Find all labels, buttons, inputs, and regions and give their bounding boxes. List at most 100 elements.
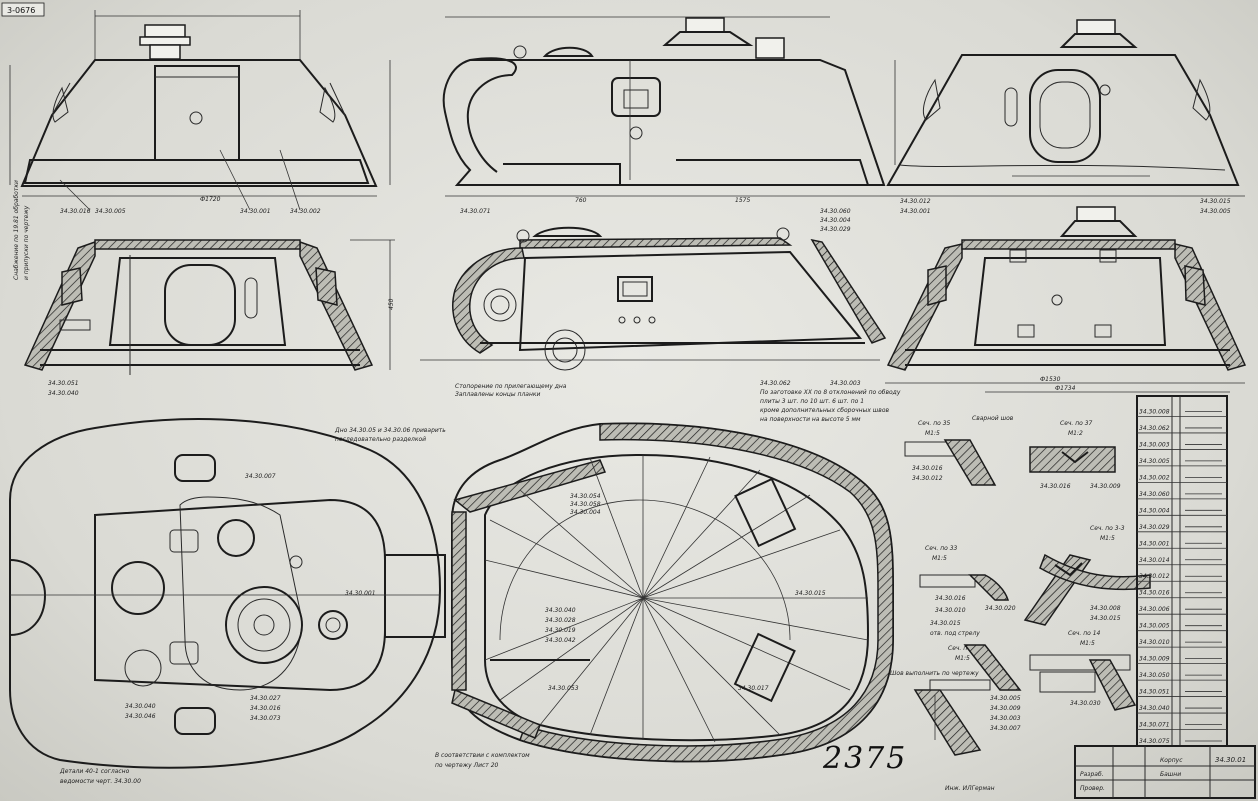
svg-text:34.30.054: 34.30.054	[570, 493, 601, 500]
svg-text:34.30.030: 34.30.030	[1070, 700, 1101, 707]
svg-text:34.30.005: 34.30.005	[990, 695, 1021, 702]
section-detail-2: Сеч. по 37 M1:2 34.30.016 34.30.009	[1029, 420, 1121, 490]
svg-text:34.30.040: 34.30.040	[48, 390, 79, 397]
svg-text:M1:5: M1:5	[1100, 535, 1115, 542]
svg-text:34.30.019: 34.30.019	[545, 627, 576, 634]
svg-text:34.30.053: 34.30.053	[548, 685, 579, 692]
svg-text:34.30.016: 34.30.016	[935, 595, 966, 602]
svg-text:34.30.020: 34.30.020	[985, 605, 1016, 612]
svg-text:34.30.062: 34.30.062	[760, 380, 791, 387]
svg-text:Сеч. по 3-3: Сеч. по 3-3	[1090, 525, 1125, 532]
svg-text:M1:5: M1:5	[925, 430, 940, 437]
svg-text:34.30.016: 34.30.016	[250, 705, 281, 712]
table-row-label: 34.30.001	[1139, 540, 1170, 547]
side-section-view: Стопорение по прилегающему дна Заплавлен…	[420, 208, 901, 423]
svg-text:34.30.027: 34.30.027	[250, 695, 281, 702]
svg-text:Заплавлены концы планки: Заплавлены концы планки	[455, 391, 541, 398]
svg-text:По заготовке ХХ по 8 отклонени: По заготовке ХХ по 8 отклонений по обвод…	[760, 389, 901, 396]
svg-text:34.30.004: 34.30.004	[820, 217, 851, 224]
svg-text:Сварной шов: Сварной шов	[972, 415, 1014, 422]
svg-text:34.30.029: 34.30.029	[820, 226, 851, 233]
svg-text:34.30.040: 34.30.040	[545, 607, 576, 614]
svg-text:на поверхности на высоте 5 мм: на поверхности на высоте 5 мм	[760, 416, 861, 423]
table-row-label: 34.30.012	[1139, 573, 1170, 580]
front-elevation-view: 34.30.016 34.30.005 34.30.001 34.30.002 …	[9, 10, 391, 280]
svg-text:34.30.010: 34.30.010	[935, 607, 966, 614]
svg-text:Дно 34.30.05 и 34.30.06 привар: Дно 34.30.05 и 34.30.06 приварить	[334, 427, 446, 434]
svg-text:34.30.016: 34.30.016	[1040, 483, 1071, 490]
table-row-label: 34.30.005	[1139, 623, 1170, 630]
svg-text:по чертежу Лист 20: по чертежу Лист 20	[435, 762, 499, 769]
svg-text:Разраб.: Разраб.	[1080, 771, 1104, 778]
svg-text:34.30.015: 34.30.015	[1090, 615, 1121, 622]
table-row-label: 34.30.029	[1139, 524, 1170, 531]
svg-text:34.30.005: 34.30.005	[95, 208, 126, 215]
section-detail-1: Сеч. по 35 M1:5 34.30.016 34.30.012 Свар…	[904, 415, 1014, 486]
svg-text:M1:5: M1:5	[1080, 640, 1095, 647]
table-row-label: 34.30.062	[1139, 425, 1170, 432]
svg-text:34.30.040: 34.30.040	[125, 703, 156, 710]
svg-text:Ф1734: Ф1734	[1055, 385, 1076, 392]
table-row-label: 34.30.004	[1139, 507, 1170, 514]
svg-text:450: 450	[388, 298, 395, 310]
side-elevation-view: 760 1575	[442, 16, 896, 204]
svg-text:34.30.017: 34.30.017	[738, 685, 769, 692]
svg-text:ведомости черт. 34.30.00: ведомости черт. 34.30.00	[60, 778, 141, 785]
svg-text:34.30.016: 34.30.016	[912, 465, 943, 472]
svg-text:Провер.: Провер.	[1080, 785, 1105, 792]
svg-text:Шов выполнить по чертежу: Шов выполнить по чертежу	[890, 670, 979, 677]
svg-text:и припуски по чертежу: и припуски по чертежу	[23, 205, 30, 280]
table-row-label: 34.30.071	[1139, 722, 1170, 729]
svg-text:34.30.071: 34.30.071	[460, 208, 491, 215]
plan-section-view: 34.30.054 34.30.058 34.30.004 34.30.040 …	[334, 422, 894, 769]
svg-text:34.30.012: 34.30.012	[900, 198, 931, 205]
table-row-label: 34.30.009	[1139, 656, 1170, 663]
svg-text:34.30.042: 34.30.042	[545, 637, 576, 644]
svg-text:760: 760	[575, 197, 587, 204]
svg-text:34.30.046: 34.30.046	[125, 713, 156, 720]
svg-text:34.30.005: 34.30.005	[1200, 208, 1231, 215]
table-row-label: 34.30.075	[1139, 738, 1170, 745]
table-row-label: 34.30.014	[1139, 557, 1170, 564]
svg-text:34.30.028: 34.30.028	[545, 617, 576, 624]
svg-text:34.30.009: 34.30.009	[1090, 483, 1121, 490]
front-section-view: 450 34.30.051 34.30.040	[23, 239, 395, 397]
svg-text:Сеч. по 14: Сеч. по 14	[1068, 630, 1101, 637]
svg-text:M1:2: M1:2	[1068, 430, 1083, 437]
svg-text:кроме дополнительных сборочных: кроме дополнительных сборочных швов	[760, 407, 889, 414]
svg-text:34.30.007: 34.30.007	[990, 725, 1021, 732]
plan-view-top: 34.30.007 34.30.027 34.30.016 34.30.073 …	[9, 418, 446, 785]
svg-text:M1:5: M1:5	[955, 655, 970, 662]
table-row-label: 34.30.002	[1139, 474, 1170, 481]
section-detail-6: Сеч. по 14 M1:5 34.30.030	[1029, 630, 1137, 711]
svg-text:34.30.003: 34.30.003	[990, 715, 1021, 722]
svg-text:Сеч. по 33: Сеч. по 33	[925, 545, 958, 552]
svg-text:34.30.002: 34.30.002	[290, 208, 321, 215]
corner-code-text: 3-0676	[7, 6, 35, 15]
svg-text:34.30.007: 34.30.007	[245, 473, 276, 480]
table-row-label: 34.30.050	[1139, 672, 1170, 679]
svg-text:Стопорение по прилегающему дна: Стопорение по прилегающему дна	[455, 383, 567, 390]
svg-text:34.30.016: 34.30.016	[60, 208, 91, 215]
svg-text:отв. под стрелу: отв. под стрелу	[930, 630, 980, 637]
title-block: Корпус Башни 34.30.01 Разраб. Провер.	[1074, 745, 1256, 799]
table-row-label: 34.30.003	[1139, 441, 1170, 448]
table-row-label: 34.30.016	[1139, 590, 1170, 597]
svg-text:Детали 40-1 согласно: Детали 40-1 согласно	[59, 768, 130, 775]
svg-text:34.30.051: 34.30.051	[48, 380, 79, 387]
table-row-label: 34.30.051	[1139, 689, 1170, 696]
table-row-label: 34.30.005	[1139, 458, 1170, 465]
svg-text:34.30.015: 34.30.015	[795, 590, 826, 597]
svg-text:34.30.058: 34.30.058	[570, 501, 601, 508]
svg-text:В соответствии с комплектом: В соответствии с комплектом	[435, 752, 530, 759]
svg-text:Башни: Башни	[1160, 771, 1181, 778]
parts-list-table: 34.30.00834.30.06234.30.00334.30.00534.3…	[1136, 395, 1228, 747]
svg-text:34.30.060: 34.30.060	[820, 208, 851, 215]
svg-text:1575: 1575	[735, 197, 750, 204]
svg-text:Корпус: Корпус	[1160, 757, 1183, 764]
svg-text:34.30.001: 34.30.001	[900, 208, 931, 215]
svg-text:34.30.015: 34.30.015	[930, 620, 961, 627]
svg-text:последовательно разделкой: последовательно разделкой	[335, 436, 426, 443]
